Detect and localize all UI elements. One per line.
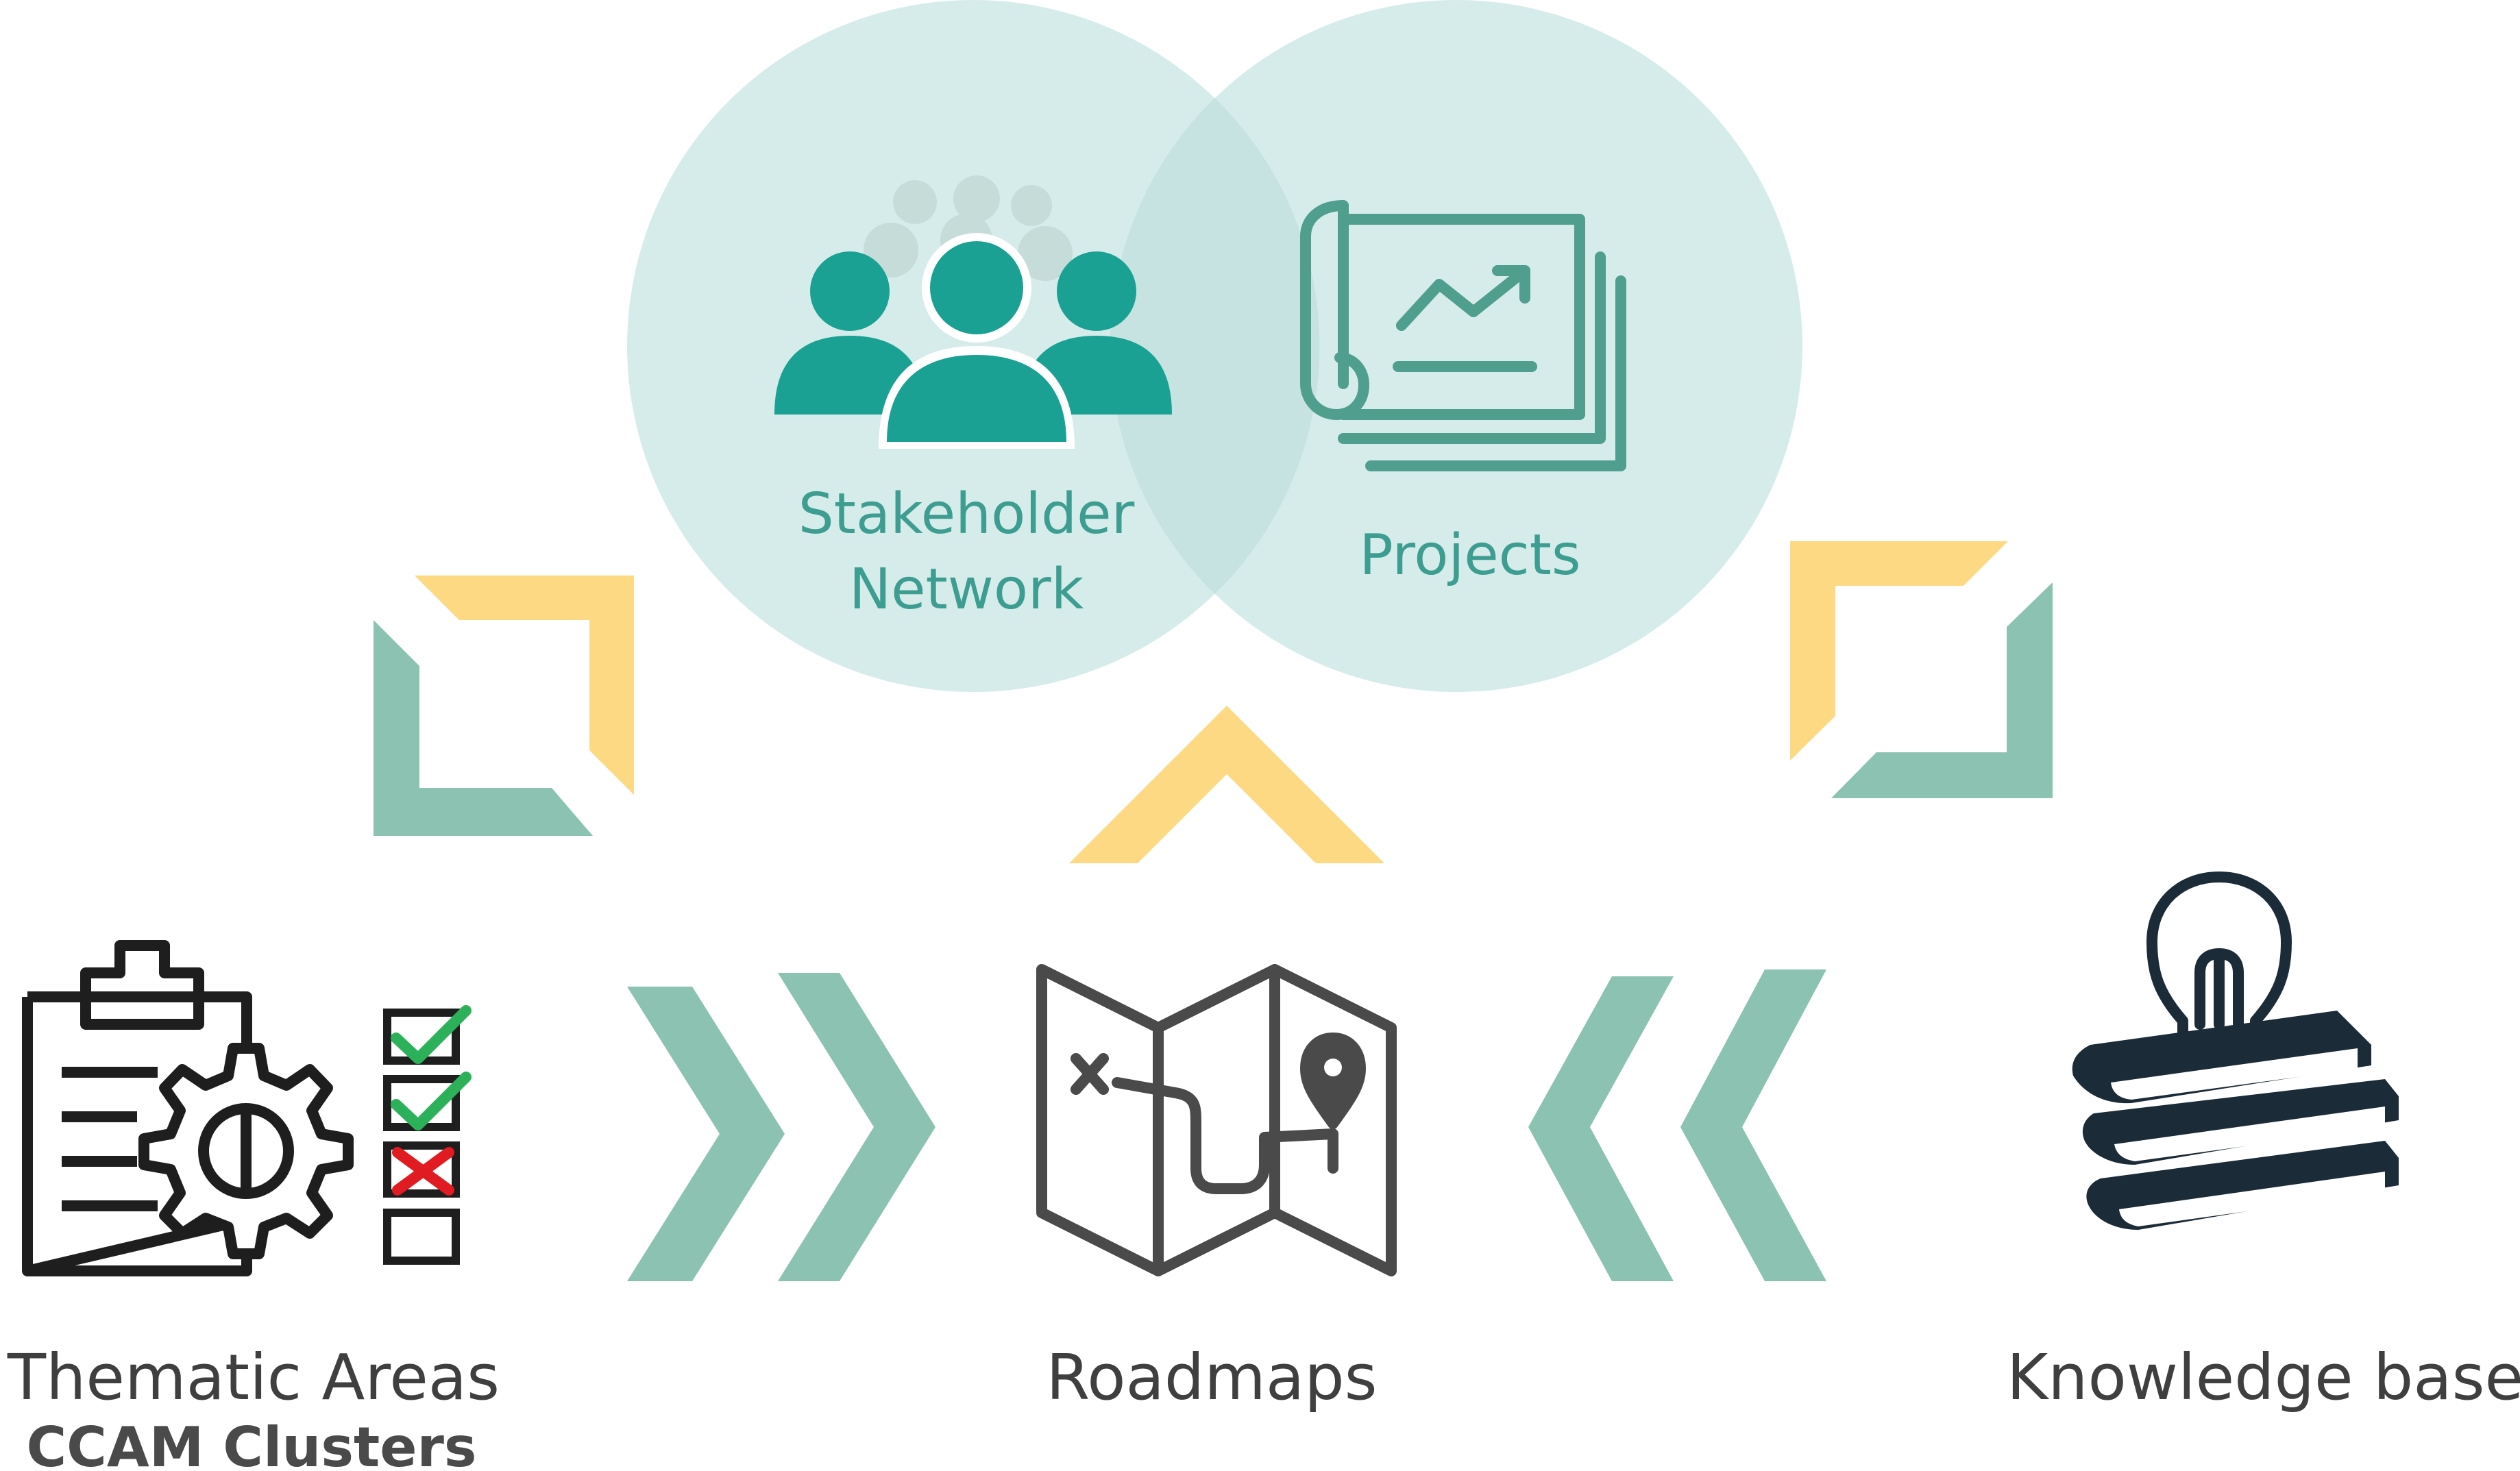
roadmaps-label: Roadmaps xyxy=(1046,1341,1377,1414)
projects-document-icon xyxy=(1300,200,1626,471)
right-corner-bracket xyxy=(1790,541,2053,798)
checklist-icon xyxy=(383,1005,472,1265)
thematic-areas-label: Thematic Areas xyxy=(7,1341,500,1414)
clipboard-gear-icon xyxy=(22,940,472,1276)
right-double-chevron xyxy=(627,973,935,1281)
projects-label: Projects xyxy=(1359,523,1580,588)
ccam-clusters-label: CCAM Clusters xyxy=(26,1416,476,1471)
knowledge-base-label: Knowledge base xyxy=(2007,1341,2520,1414)
stakeholder-label-line2: Network xyxy=(849,557,1084,622)
left-double-chevron xyxy=(1528,969,1826,1281)
folded-map-icon xyxy=(1036,964,1397,1276)
projects-circle xyxy=(1110,0,1802,692)
left-corner-bracket xyxy=(374,576,634,836)
up-chevron xyxy=(1069,706,1384,863)
stakeholder-label-line1: Stakeholder xyxy=(798,482,1135,547)
venn-overlap xyxy=(1110,98,1320,594)
people-icon xyxy=(774,175,1172,449)
books-lightbulb-icon xyxy=(2072,872,2399,1230)
venn-circles xyxy=(627,0,1802,692)
stakeholder-circle xyxy=(627,0,1319,692)
